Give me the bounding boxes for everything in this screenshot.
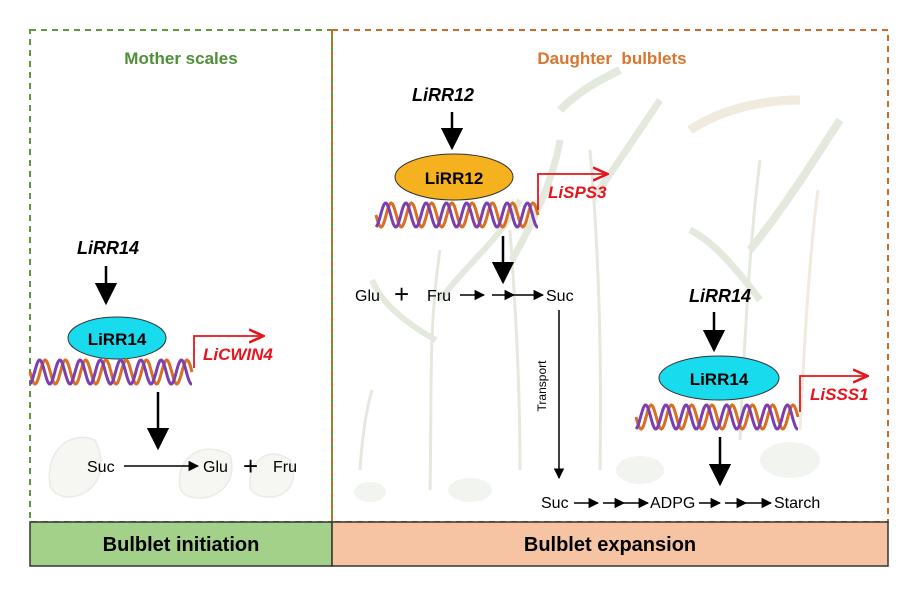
- dna-strand: [634, 403, 800, 431]
- right-lirr14-protein-label: LiRR14: [690, 370, 749, 389]
- dna-strand: [634, 403, 799, 431]
- right-target-gene-lisps3: LiSPS3: [548, 183, 607, 202]
- adpg-label: ADPG: [650, 495, 695, 512]
- right-fru-label: Fru: [427, 288, 451, 305]
- scale-illustration: [48, 436, 295, 499]
- left-glu-label: Glu: [203, 459, 228, 476]
- transport-module: Transport: [535, 310, 565, 480]
- left-regulator-gene: LiRR14: [77, 238, 139, 258]
- right-suc-label-lower: Suc: [541, 495, 569, 512]
- left-transcription-arrow: [193, 336, 262, 368]
- left-protein-label: LiRR14: [88, 330, 147, 349]
- right-lirr12-protein: [394, 153, 514, 201]
- right-lirr12-protein-label: LiRR12: [425, 169, 484, 188]
- left-panel: Mother scales: [29, 29, 333, 523]
- left-lirr14-protein: [67, 316, 167, 360]
- right-plus-sign: +: [394, 279, 409, 309]
- left-plus-sign: +: [243, 451, 258, 481]
- left-panel-border: [29, 29, 333, 523]
- right-upper-dna-helix: [374, 201, 540, 229]
- right-upper-transcription-arrow: [537, 174, 606, 210]
- left-target-gene: LiCWIN4: [203, 345, 273, 364]
- starch-label: Starch: [774, 495, 820, 512]
- bottom-bar-left-label: Bulblet initiation: [103, 534, 260, 556]
- bottom-bar-right: [331, 521, 889, 567]
- right-suc-label-upper: Suc: [546, 288, 574, 305]
- background-illustration: [48, 66, 844, 502]
- dna-strand: [28, 358, 194, 386]
- left-suc-label: Suc: [87, 459, 115, 476]
- right-regulator-gene-lirr12: LiRR12: [412, 85, 474, 105]
- right-target-gene-lisss1: LiSSS1: [810, 385, 869, 404]
- right-lower-transcription-arrow: [799, 376, 866, 412]
- dna-strand: [374, 201, 540, 229]
- right-glu-label: Glu: [355, 288, 380, 305]
- left-fru-label: Fru: [273, 459, 297, 476]
- left-dna-helix: [28, 358, 194, 386]
- right-lirr14-protein: [658, 355, 780, 401]
- right-panel-title: Daughter bulblets: [537, 49, 686, 68]
- transport-label: Transport: [535, 360, 549, 412]
- right-upper-regulation-module: LiRR12 LiRR12 LiSPS3 Glu + Fru Suc: [355, 85, 607, 309]
- bottom-bar: Bulblet initiation Bulblet expansion: [29, 521, 889, 567]
- left-panel-title: Mother scales: [124, 49, 237, 68]
- dna-strand: [374, 201, 539, 229]
- plant-illustration: [354, 66, 844, 502]
- left-regulation-module: LiRR14 LiRR14 LiCWIN4 Suc Glu + Fru: [28, 238, 297, 481]
- dna-strand: [28, 358, 193, 386]
- right-lower-dna-helix: [634, 403, 800, 431]
- bottom-bar-right-label: Bulblet expansion: [524, 534, 696, 556]
- right-lower-regulation-module: LiRR14 LiRR14 LiSSS1 Suc ADPG Starch: [541, 286, 869, 512]
- right-regulator-gene-lirr14: LiRR14: [689, 286, 751, 306]
